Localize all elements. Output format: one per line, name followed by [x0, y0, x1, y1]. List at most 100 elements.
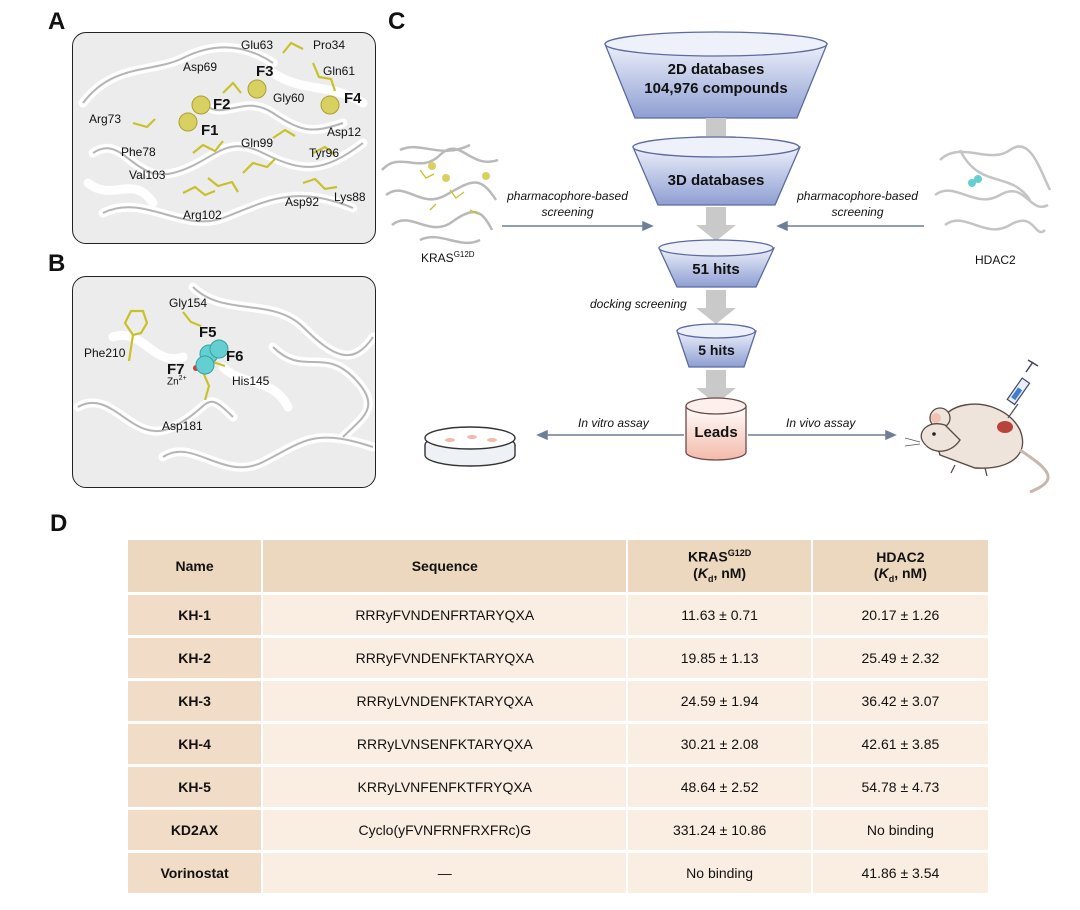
residue-label: Val103 — [129, 168, 166, 182]
arrow-head — [642, 220, 654, 232]
petri-dish-icon — [424, 426, 516, 467]
residue-label: Arg73 — [89, 112, 122, 126]
kras-structure-thumbnail — [381, 143, 499, 245]
panel-a-structure: Glu63 Pro34 Asp69 Gln61 Gly60 Arg73 Asp1… — [72, 32, 376, 244]
residue-label: Gly60 — [273, 91, 305, 105]
down-arrow — [696, 207, 736, 241]
cell-hdac-kd: 25.49 ± 2.32 — [810, 638, 988, 678]
cell-name: Vorinostat — [128, 853, 262, 893]
cell-name: KH-1 — [128, 595, 262, 635]
header-name: Name — [128, 540, 262, 592]
cell-kras-kd: 30.21 ± 2.08 — [626, 724, 811, 764]
mouse-icon — [904, 403, 1050, 494]
funnel-2d-label: 2D databases 104,976 compounds — [644, 61, 788, 97]
cell-hdac-kd: No binding — [810, 810, 988, 850]
in-vivo-label: In vivo assay — [786, 416, 856, 430]
header-sequence: Sequence — [261, 540, 627, 592]
residue-label: Arg102 — [183, 208, 222, 222]
cell-kras-kd: No binding — [626, 853, 811, 893]
cell-kras-kd: 24.59 ± 1.94 — [626, 681, 811, 721]
table-row: KD2AX Cyclo(yFVNFRNFRXFRc)G 331.24 ± 10.… — [128, 810, 988, 850]
residue-label: Tyr96 — [309, 146, 340, 160]
funnel-5-label: 5 hits — [698, 342, 735, 358]
feature-label-f7: F7 — [167, 361, 185, 378]
screening-workflow — [381, 31, 1052, 494]
funnel-5-hits — [676, 323, 757, 368]
residue-label: Gln99 — [241, 136, 274, 150]
cell-kras-kd: 11.63 ± 0.71 — [626, 595, 811, 635]
residue-label: Glu63 — [241, 38, 274, 52]
header-kras: KRASG12D (Kd, nM) — [626, 540, 811, 592]
panel-label-c: C — [388, 8, 406, 35]
cell-sequence: RRRyLVNSENFKTARYQXA — [261, 724, 627, 764]
cell-hdac-kd: 41.86 ± 3.54 — [810, 853, 988, 893]
cell-sequence: RRRyFVNDENFKTARYQXA — [261, 638, 627, 678]
header-hdac2: HDAC2 (Kd, nM) — [810, 540, 988, 592]
residue-label: Lys88 — [334, 190, 366, 204]
residue-label: Phe78 — [121, 145, 156, 159]
cell-hdac-kd: 42.61 ± 3.85 — [810, 724, 988, 764]
residue-label: Asp181 — [162, 419, 203, 433]
table-row: KH-2 RRRyFVNDENFKTARYQXA 19.85 ± 1.13 25… — [128, 638, 988, 678]
hdac-ribbon-structure — [73, 282, 375, 472]
panel-label-d: D — [50, 510, 68, 537]
down-arrow — [696, 290, 736, 324]
cell-sequence: RRRyLVNDENFKTARYQXA — [261, 681, 627, 721]
panel-label-a: A — [48, 8, 66, 35]
hdac2-label: HDAC2 — [975, 253, 1016, 267]
cell-name: KH-3 — [128, 681, 262, 721]
cell-sequence: Cyclo(yFVNFRNFRXFRc)G — [261, 810, 627, 850]
arrow-head — [885, 429, 897, 441]
leads-label: Leads — [694, 424, 738, 441]
funnel-3d-label: 3D databases — [667, 172, 765, 189]
feature-label-f3: F3 — [256, 63, 274, 80]
cell-sequence: RRRyFVNDENFRTARYQXA — [261, 595, 627, 635]
feature-label-f2: F2 — [213, 96, 231, 113]
kras-ribbon-structure — [78, 41, 368, 226]
residue-label: Asp69 — [183, 60, 218, 74]
residue-label: Gly154 — [169, 296, 208, 310]
feature-label-f5: F5 — [199, 324, 217, 341]
table-header-row: Name Sequence KRASG12D (Kd, nM) HDAC2 (K… — [128, 540, 988, 592]
feature-label-f1: F1 — [201, 122, 219, 139]
cell-sequence: KRRyLVNFENFKTFRYQXA — [261, 767, 627, 807]
kras-label: KRASG12D — [421, 250, 475, 265]
in-vitro-label: In vitro assay — [578, 416, 649, 430]
cell-sequence: — — [261, 853, 627, 893]
residue-label: Gln61 — [323, 64, 356, 78]
binding-affinity-table: Name Sequence KRASG12D (Kd, nM) HDAC2 (K… — [128, 537, 988, 896]
cell-name: KH-2 — [128, 638, 262, 678]
funnel-2d-databases — [604, 31, 828, 119]
cell-name: KH-4 — [128, 724, 262, 764]
arrow-head — [536, 429, 548, 441]
residue-label: Phe210 — [84, 346, 126, 360]
feature-label-f4: F4 — [344, 90, 362, 107]
zinc-label: Zn2+ — [167, 375, 187, 388]
arrow-head — [776, 220, 788, 232]
panel-label-b: B — [48, 250, 66, 277]
panel-b-structure: Gly154 Phe210 His145 Asp181 Zn2+ F5 F6 F… — [72, 276, 376, 488]
syringe-icon — [1006, 359, 1039, 419]
table-row: KH-3 RRRyLVNDENFKTARYQXA 24.59 ± 1.94 36… — [128, 681, 988, 721]
table-row: KH-5 KRRyLVNFENFKTFRYQXA 48.64 ± 2.52 54… — [128, 767, 988, 807]
residue-label: His145 — [232, 374, 270, 388]
cell-kras-kd: 19.85 ± 1.13 — [626, 638, 811, 678]
funnel-3d-databases — [632, 136, 801, 206]
cell-kras-kd: 48.64 ± 2.52 — [626, 767, 811, 807]
left-screening-label: pharmacophore-based screening — [507, 189, 628, 219]
funnel-51-label: 51 hits — [692, 261, 740, 278]
right-screening-label: pharmacophore-based screening — [797, 189, 918, 219]
table-row: KH-4 RRRyLVNSENFKTARYQXA 30.21 ± 2.08 42… — [128, 724, 988, 764]
cell-name: KH-5 — [128, 767, 262, 807]
feature-label-f6: F6 — [226, 348, 244, 365]
residue-label: Asp92 — [285, 195, 320, 209]
table-row: Vorinostat — No binding 41.86 ± 3.54 — [128, 853, 988, 893]
cell-name: KD2AX — [128, 810, 262, 850]
cell-hdac-kd: 20.17 ± 1.26 — [810, 595, 988, 635]
residue-label: Asp12 — [327, 125, 362, 139]
docking-label: docking screening — [590, 297, 687, 311]
residue-label: Pro34 — [313, 38, 346, 52]
leads-cylinder — [685, 397, 747, 461]
cell-kras-kd: 331.24 ± 10.86 — [626, 810, 811, 850]
cell-hdac-kd: 36.42 ± 3.07 — [810, 681, 988, 721]
